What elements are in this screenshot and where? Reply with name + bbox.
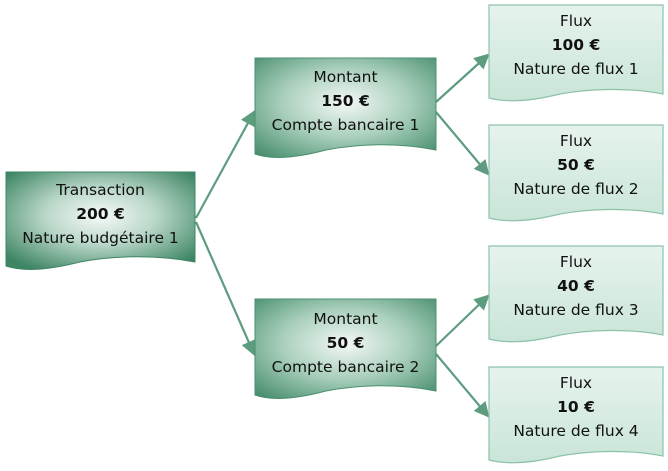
montant-2-node: Montant 50 € Compte bancaire 2 [255,307,436,379]
edge-montant-1-flux-1 [435,53,490,103]
flux-2-label: Nature de flux 2 [513,180,639,198]
flux-3-title: Flux [559,253,593,271]
flux-4-node: Flux 10 € Nature de flux 4 [489,371,663,443]
flux-1-amount: 100 € [551,36,601,54]
montant-1-node-shape [254,57,437,158]
flux-3-node: Flux 40 € Nature de flux 3 [489,250,663,322]
flux-2-node: Flux 50 € Nature de flux 2 [489,129,663,201]
node-shapes [5,4,664,464]
transaction-node: Transaction 200 € Nature budgétaire 1 [6,178,195,250]
flux-4-title: Flux [559,374,593,392]
transaction-amount: 200 € [76,205,125,223]
flux-3-node-shape [488,245,664,343]
flux-3-label: Nature de flux 3 [513,301,639,319]
flux-4-node-shape [488,366,664,464]
edge-transaction-montant-2 [194,221,256,357]
montant-2-label: Compte bancaire 2 [271,358,420,376]
transaction-label: Nature budgétaire 1 [22,229,179,247]
montant-1-label: Compte bancaire 1 [271,116,420,134]
flux-1-node-shape [488,4,664,102]
transaction-title: Transaction [56,181,145,199]
montant-2-amount: 50 € [326,334,365,352]
montant-2-title: Montant [313,310,378,328]
montant-1-node: Montant 150 € Compte bancaire 1 [255,65,436,137]
montant-1-title: Montant [313,68,378,86]
flux-2-node-shape [488,124,664,222]
transaction-node-shape [5,171,196,270]
flux-2-title: Flux [559,132,593,150]
flux-3-amount: 40 € [557,277,595,295]
montant-1-amount: 150 € [321,92,370,110]
flux-4-label: Nature de flux 4 [513,422,639,440]
edge-montant-2-flux-3 [435,294,490,347]
flux-1-node: Flux 100 € Nature de flux 1 [489,9,663,81]
flux-4-amount: 10 € [557,398,595,416]
flux-1-label: Nature de flux 1 [513,60,639,78]
montant-2-node-shape [254,298,437,399]
edge-transaction-montant-1 [195,109,256,219]
connectors [194,53,490,418]
flux-2-amount: 50 € [557,156,595,174]
edge-montant-1-flux-2 [435,111,490,176]
flux-1-title: Flux [559,12,593,30]
edge-montant-2-flux-4 [435,353,490,418]
